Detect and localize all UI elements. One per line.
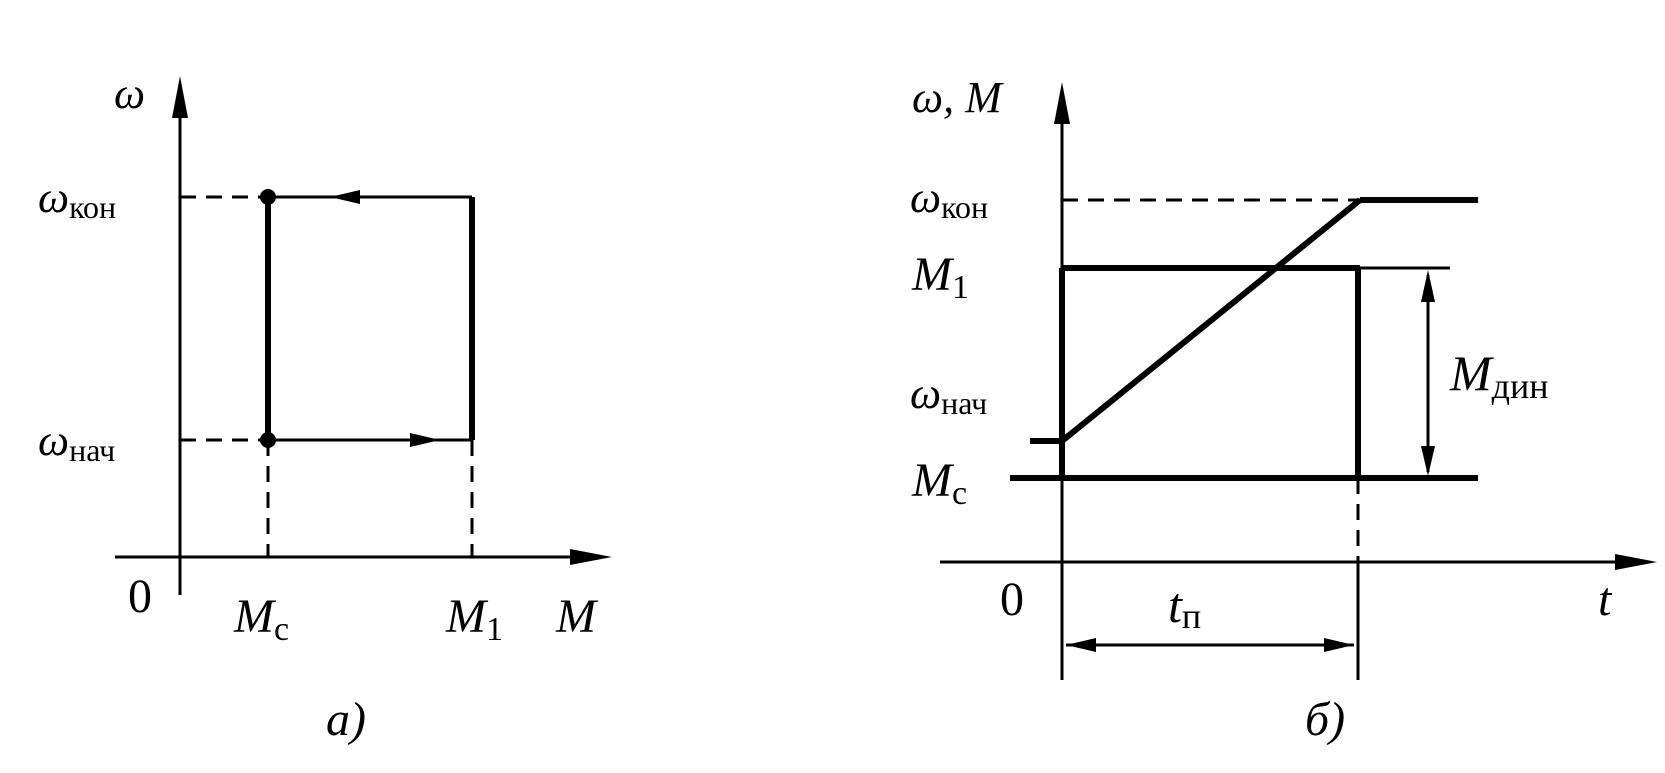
panel-b-w-end-label: ωкон	[910, 173, 988, 225]
panel-a-w-end-label: ωкон	[38, 173, 116, 225]
panel-a: ω ωкон ωнач 0 Mс M1 M а)	[38, 69, 612, 746]
panel-b-w-start-label: ωнач	[910, 369, 987, 421]
panel-a-point-bottom	[260, 432, 276, 448]
panel-a-x-label: M	[555, 590, 599, 643]
panel-b-speed-ramp	[1060, 197, 1362, 444]
panel-a-origin: 0	[128, 570, 152, 623]
panel-b-x-label: t	[1598, 573, 1613, 626]
panel-b-caption: б)	[1305, 693, 1345, 746]
panel-a-mc-label: Mс	[233, 590, 289, 648]
panel-a-right-arrow	[410, 433, 440, 447]
panel-a-y-label: ω	[114, 69, 145, 118]
panel-a-x-arrow	[570, 549, 612, 565]
panel-a-w-start-label: ωнач	[38, 416, 115, 468]
panel-a-y-arrow	[172, 76, 188, 118]
panel-b-x-arrow	[1615, 554, 1657, 570]
panel-b-tp-label: tп	[1168, 577, 1201, 636]
panel-b-y-label: ω, M	[912, 73, 1004, 122]
panel-b-tp-arrow-left	[1066, 638, 1096, 652]
panel-b-origin: 0	[1000, 573, 1024, 626]
panel-a-caption: а)	[326, 693, 366, 746]
panel-b-mdyn-arrow-up	[1421, 270, 1435, 302]
panel-b-mdyn-arrow-down	[1421, 446, 1435, 476]
panel-b-mdyn-label: Mдин	[1449, 345, 1549, 406]
panel-b-m1-label: M1	[911, 248, 969, 306]
panel-a-left-arrow	[330, 190, 360, 204]
panel-b: ω, M ωкон M1 ωнач Mс Mдин 0 tп t б)	[910, 73, 1657, 746]
panel-a-point-top	[260, 189, 276, 205]
panel-b-tp-arrow-right	[1324, 638, 1354, 652]
panel-b-mc-label: Mс	[911, 454, 967, 512]
panel-b-y-arrow	[1054, 82, 1070, 124]
panel-a-m1-label: M1	[445, 590, 503, 648]
